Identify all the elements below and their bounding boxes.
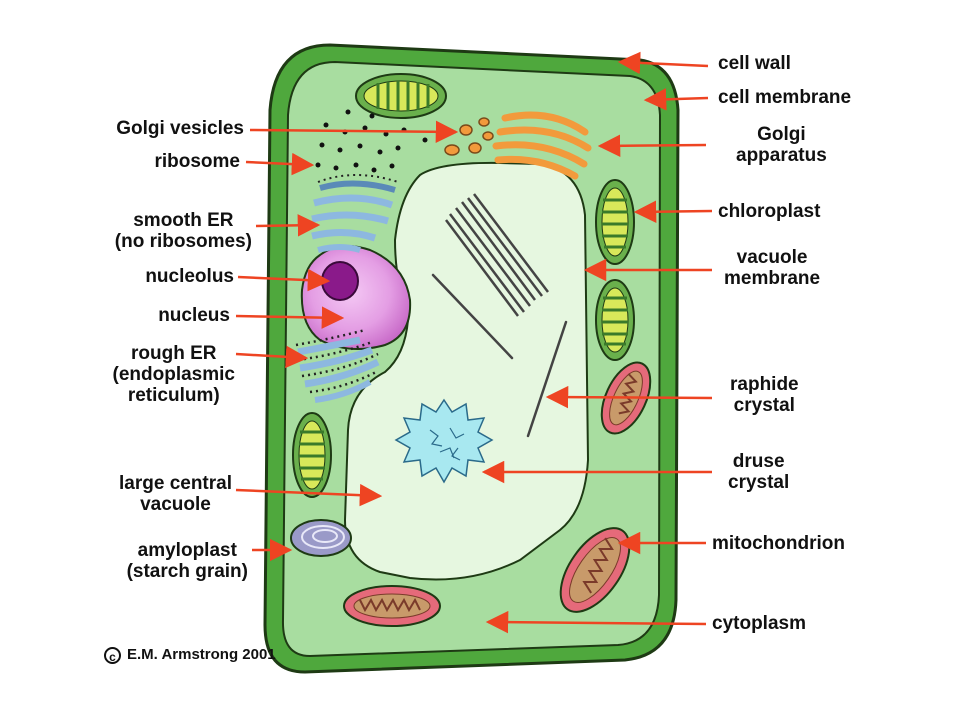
- arrow-golgi-apparatus: [597, 134, 707, 158]
- mitochondrion-bottom-right: [559, 527, 631, 613]
- arrow-raphide-crystal: [545, 385, 713, 409]
- raphide-crystal-bundle: [445, 193, 549, 317]
- mitochondrion-bottom: [343, 585, 441, 627]
- arrow-nucleolus: [237, 268, 331, 292]
- label-nucleolus: nucleolus: [145, 266, 234, 287]
- arrow-large-central-vacuole: [235, 483, 383, 507]
- label-mitochondrion: mitochondrion: [712, 533, 845, 554]
- arrow-ribosome: [245, 152, 315, 176]
- arrow-cytoplasm: [485, 610, 707, 634]
- arrow-golgi-vesicles: [249, 120, 459, 144]
- chloroplast-right-1: [595, 179, 635, 265]
- golgi-vesicles: [444, 117, 494, 156]
- copyright-notice: c E.M. Armstrong 2001: [104, 646, 276, 664]
- chloroplast-left: [292, 412, 332, 498]
- arrow-cell-wall: [617, 51, 709, 75]
- label-amyloplast: amyloplast(starch grain): [126, 540, 248, 582]
- label-chloroplast: chloroplast: [718, 201, 821, 222]
- copyright-symbol: c: [104, 646, 121, 664]
- label-smooth-er: smooth ER(no ribosomes): [114, 210, 252, 252]
- arrow-smooth-er: [255, 214, 321, 237]
- annotation-arrows: [235, 51, 713, 634]
- label-cell-membrane: cell membrane: [718, 87, 852, 108]
- raphide-crystal: [431, 273, 568, 438]
- rough-er: [295, 328, 380, 403]
- copyright-text: E.M. Armstrong 2001: [127, 646, 276, 663]
- golgi-apparatus: [492, 111, 592, 180]
- label-golgi-vesicles: Golgi vesicles: [116, 118, 244, 139]
- amyloplast: [290, 519, 352, 557]
- druse-crystal: [394, 398, 494, 484]
- label-ribosome: ribosome: [154, 151, 240, 172]
- arrow-chloroplast: [633, 200, 713, 223]
- arrow-cell-membrane: [643, 88, 709, 111]
- label-cell-wall: cell wall: [718, 53, 791, 74]
- arrow-nucleus: [235, 306, 345, 329]
- arrow-rough-er: [235, 345, 309, 369]
- label-nucleus: nucleus: [158, 305, 230, 326]
- chloroplast-right-2: [595, 279, 635, 361]
- label-cytoplasm: cytoplasm: [712, 613, 806, 634]
- chloroplast-top: [355, 73, 447, 119]
